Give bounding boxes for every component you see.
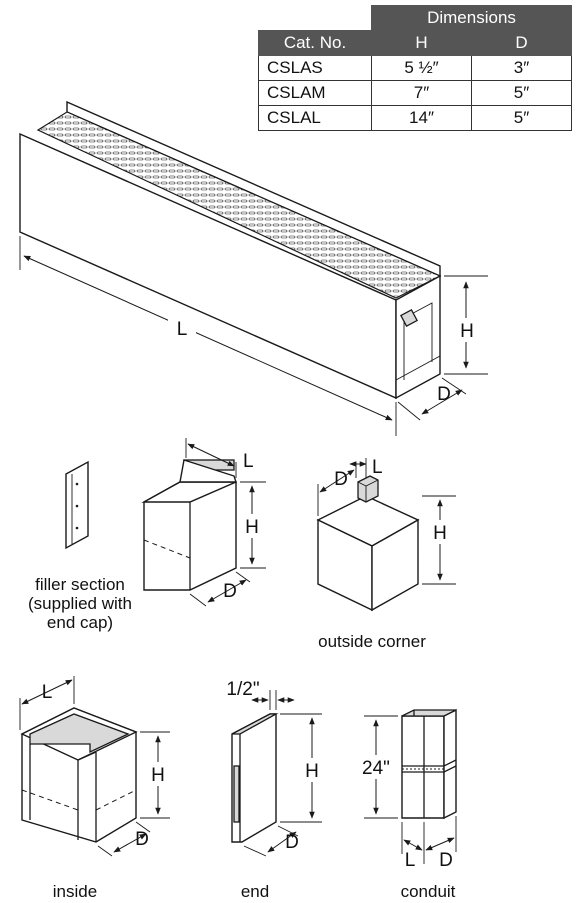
filler-section: filler section (supplied with end cap) — [28, 460, 132, 632]
dimensions-table: Dimensions Cat. No. H D CSLAS 5 ½″ 3″ CS… — [258, 5, 572, 131]
end-cap-depth-label: D — [223, 581, 237, 602]
outside-corner-caption: outside corner — [318, 632, 426, 651]
dimensions-group-header: Dimensions — [371, 5, 572, 31]
end-panel: 1/2" H D end — [226, 679, 322, 901]
inside-corner-length-label: L — [42, 682, 53, 703]
d-cell: 3″ — [471, 55, 572, 81]
end-height-label: H — [305, 761, 319, 782]
outside-corner-depth-label: D — [334, 469, 348, 490]
table-group-header-row: Dimensions — [259, 5, 572, 31]
conduit: 24" L D conduit — [358, 708, 457, 901]
inside-corner-depth-label: D — [135, 829, 149, 850]
cat-cell: CSLAM — [258, 80, 372, 106]
conduit-caption: conduit — [401, 882, 456, 901]
inside-corner: L H D inside — [19, 676, 170, 901]
h-cell: 7″ — [371, 80, 472, 106]
outside-corner: D L H outside corner — [316, 457, 456, 651]
end-cap: L H D — [141, 438, 266, 607]
conduit-length-label: L — [405, 850, 416, 871]
conduit-height-label: 24" — [362, 758, 390, 779]
end-thickness-label: 1/2" — [226, 679, 259, 700]
right-end-face — [395, 274, 441, 400]
conduit-depth-label: D — [439, 850, 453, 871]
table-row: CSLAM 7″ 5″ — [258, 80, 572, 106]
h-cell: 14″ — [371, 105, 472, 131]
cat-cell: CSLAL — [258, 105, 372, 131]
d-cell: 5″ — [471, 105, 572, 131]
main-depth-label: D — [437, 384, 451, 405]
cat-no-header: Cat. No. — [258, 30, 372, 56]
end-caption: end — [241, 882, 269, 901]
h-cell: 5 ½″ — [371, 55, 472, 81]
end-cap-length-label: L — [243, 451, 254, 472]
cat-cell: CSLAS — [258, 55, 372, 81]
h-header: H — [371, 30, 472, 56]
table-row: CSLAL 14″ 5″ — [258, 105, 572, 131]
outside-corner-height-label: H — [433, 523, 447, 544]
end-cap-height-label: H — [245, 517, 259, 538]
outside-corner-length-label: L — [372, 457, 383, 478]
main-baseboard-unit: L H D — [19, 100, 488, 436]
d-header: D — [471, 30, 572, 56]
inside-corner-caption: inside — [53, 882, 97, 901]
d-cell: 5″ — [471, 80, 572, 106]
main-length-label: L — [177, 319, 188, 340]
filler-caption-line-3: end cap) — [47, 613, 113, 632]
table-row: CSLAS 5 ½″ 3″ — [258, 55, 572, 81]
table-column-header-row: Cat. No. H D — [258, 30, 572, 56]
filler-caption-line-1: filler section — [35, 575, 125, 594]
end-depth-label: D — [285, 832, 299, 853]
inside-corner-height-label: H — [151, 765, 165, 786]
main-height-label: H — [460, 321, 474, 342]
filler-caption-line-2: (supplied with — [28, 594, 132, 613]
